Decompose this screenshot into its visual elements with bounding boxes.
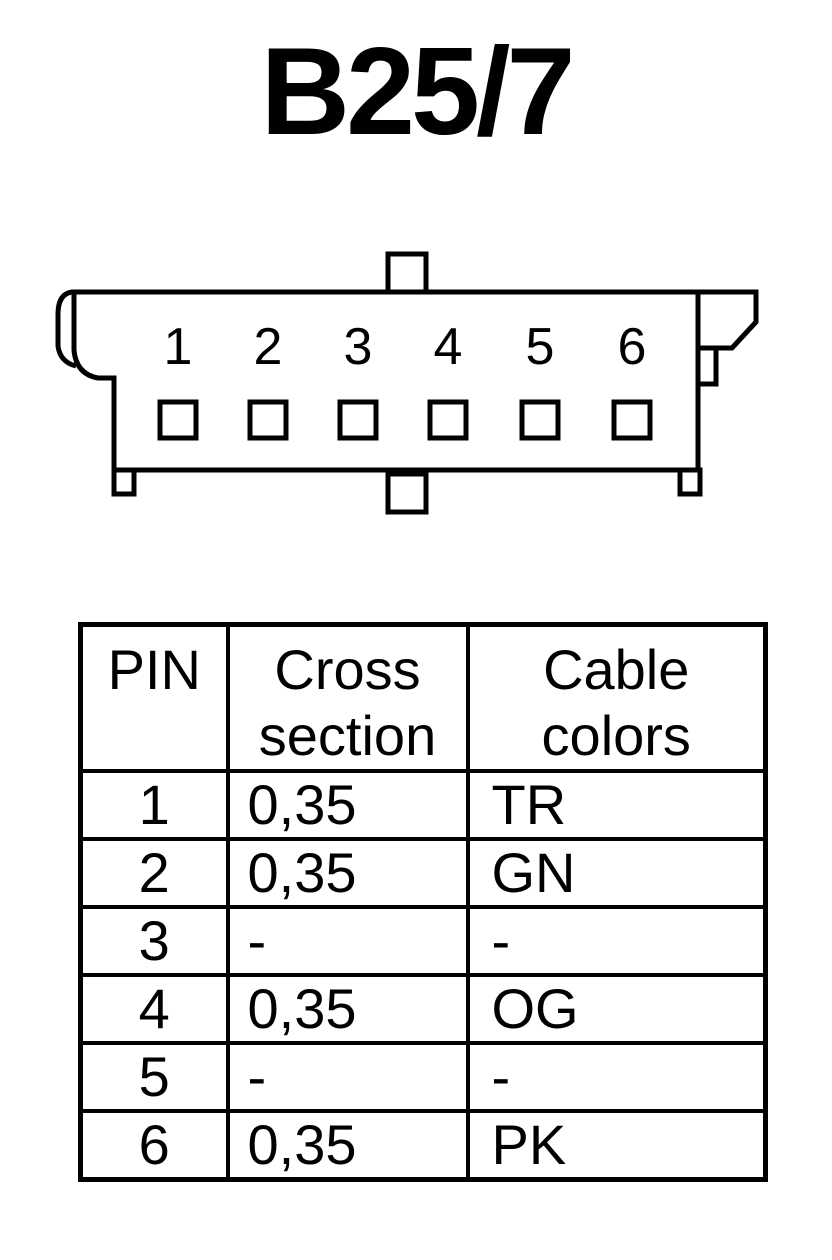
cell-pin: 6 — [78, 1109, 230, 1181]
right-bracket — [698, 289, 759, 351]
cell-cross-section: 0,35 — [225, 973, 470, 1045]
connector-body — [71, 289, 701, 473]
table-row: 3 - - — [78, 905, 768, 977]
header-color-line1: Cable — [543, 638, 690, 701]
cell-pin: 1 — [78, 769, 230, 841]
cell-cable-color: PK — [465, 1109, 768, 1181]
header-pin-label: PIN — [107, 638, 201, 701]
pin-contact — [611, 399, 653, 441]
table-row: 1 0,35 TR — [78, 769, 768, 841]
pin-number-label: 1 — [164, 318, 193, 376]
table-row: 5 - - — [78, 1041, 768, 1113]
connector-title: B25/7 — [260, 23, 576, 161]
pin-number-labels: 1 2 3 4 5 6 — [164, 318, 647, 376]
cell-cross-section: - — [225, 1041, 470, 1113]
pin-contact — [247, 399, 289, 441]
header-cable-colors: Cable colors — [465, 622, 768, 773]
cell-pin: 2 — [78, 837, 230, 909]
header-color-line2: colors — [541, 704, 691, 767]
cell-cross-section: 0,35 — [225, 837, 470, 909]
pin-contact — [337, 399, 379, 441]
header-cross-line1: Cross — [274, 638, 421, 701]
cell-cable-color: TR — [465, 769, 768, 841]
pin-number-label: 2 — [254, 318, 283, 376]
right-foot — [677, 467, 703, 497]
table-row: 4 0,35 OG — [78, 973, 768, 1045]
pin-contacts — [157, 399, 653, 441]
cell-cross-section: 0,35 — [225, 1109, 470, 1181]
bottom-latch — [385, 471, 429, 515]
cell-cross-section: - — [225, 905, 470, 977]
table-header-row: PIN Cross section Cable colors — [78, 622, 768, 773]
table-row: 2 0,35 GN — [78, 837, 768, 909]
header-cross-section: Cross section — [225, 622, 470, 773]
cell-pin: 4 — [78, 973, 230, 1045]
left-foot — [111, 467, 137, 497]
cell-pin: 3 — [78, 905, 230, 977]
header-pin: PIN — [78, 622, 230, 773]
left-clip — [55, 289, 78, 369]
connector-diagram: 1 2 3 4 5 6 — [55, 251, 759, 515]
pin-contact — [427, 399, 469, 441]
pin-contact — [519, 399, 561, 441]
cell-cable-color: OG — [465, 973, 768, 1045]
top-latch — [385, 251, 429, 297]
cell-cable-color: - — [465, 905, 768, 977]
table-row: 6 0,35 PK — [78, 1109, 768, 1181]
pin-number-label: 6 — [618, 318, 647, 376]
pin-number-label: 4 — [434, 318, 463, 376]
pin-table: PIN Cross section Cable colors 1 0,35 TR… — [78, 622, 768, 1182]
cell-cable-color: - — [465, 1041, 768, 1113]
header-cross-line2: section — [258, 704, 437, 767]
pin-number-label: 5 — [526, 318, 555, 376]
pin-number-label: 3 — [344, 318, 373, 376]
pin-contact — [157, 399, 199, 441]
cell-cable-color: GN — [465, 837, 768, 909]
cell-pin: 5 — [78, 1041, 230, 1113]
right-side-tab — [695, 345, 719, 387]
cell-cross-section: 0,35 — [225, 769, 470, 841]
